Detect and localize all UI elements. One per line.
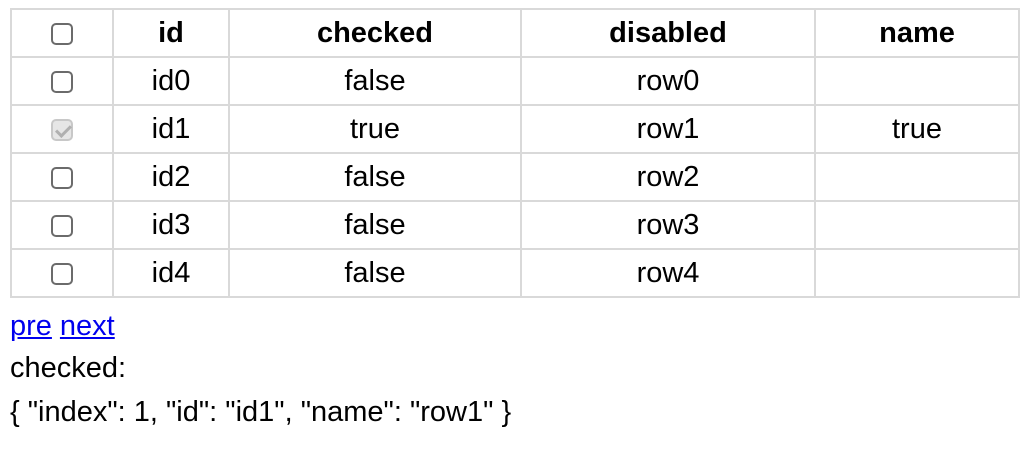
row-select-cell[interactable] <box>10 200 114 250</box>
cell-checked: true <box>228 104 522 154</box>
cell-id: id0 <box>112 56 230 106</box>
header-id[interactable]: id <box>112 8 230 58</box>
table-row: id0 false row0 <box>10 56 1020 106</box>
cell-checked: false <box>228 200 522 250</box>
table-row: id3 false row3 <box>10 200 1020 250</box>
cell-disabled: row3 <box>520 200 816 250</box>
cell-id: id4 <box>112 248 230 298</box>
cell-checked: false <box>228 248 522 298</box>
cell-disabled: row1 <box>520 104 816 154</box>
cell-name <box>814 152 1020 202</box>
header-disabled[interactable]: disabled <box>520 8 816 58</box>
cell-disabled: row2 <box>520 152 816 202</box>
row-select-cell[interactable] <box>10 248 114 298</box>
row-checkbox[interactable] <box>51 214 73 237</box>
table-row: id1 true row1 true <box>10 104 1020 154</box>
pre-link[interactable]: pre <box>10 310 52 342</box>
page-container: id checked disabled name id0 false row0 … <box>10 8 1020 434</box>
cell-checked: false <box>228 152 522 202</box>
row-checkbox[interactable] <box>51 262 73 285</box>
row-select-cell <box>10 104 114 154</box>
cell-name: true <box>814 104 1020 154</box>
select-all-checkbox[interactable] <box>51 22 73 45</box>
next-link[interactable]: next <box>59 310 115 342</box>
cell-checked: false <box>228 56 522 106</box>
header-select-all[interactable] <box>10 8 114 58</box>
row-select-cell[interactable] <box>10 152 114 202</box>
checked-json-output: { "index": 1, "id": "id1", "name": "row1… <box>10 396 512 428</box>
cell-name <box>814 200 1020 250</box>
table-header-row: id checked disabled name <box>10 8 1020 58</box>
row-checkbox[interactable] <box>51 70 73 93</box>
cell-id: id1 <box>112 104 230 154</box>
cell-name <box>814 56 1020 106</box>
cell-name <box>814 248 1020 298</box>
cell-disabled: row0 <box>520 56 816 106</box>
row-select-cell[interactable] <box>10 56 114 106</box>
data-table: id checked disabled name id0 false row0 … <box>10 8 1020 298</box>
checked-label: checked: <box>10 352 127 384</box>
header-checked[interactable]: checked <box>228 8 522 58</box>
table-row: id4 false row4 <box>10 248 1020 298</box>
cell-disabled: row4 <box>520 248 816 298</box>
cell-id: id2 <box>112 152 230 202</box>
row-checkbox-disabled-checked <box>51 118 73 141</box>
table-row: id2 false row2 <box>10 152 1020 202</box>
header-name[interactable]: name <box>814 8 1020 58</box>
row-checkbox[interactable] <box>51 166 73 189</box>
cell-id: id3 <box>112 200 230 250</box>
